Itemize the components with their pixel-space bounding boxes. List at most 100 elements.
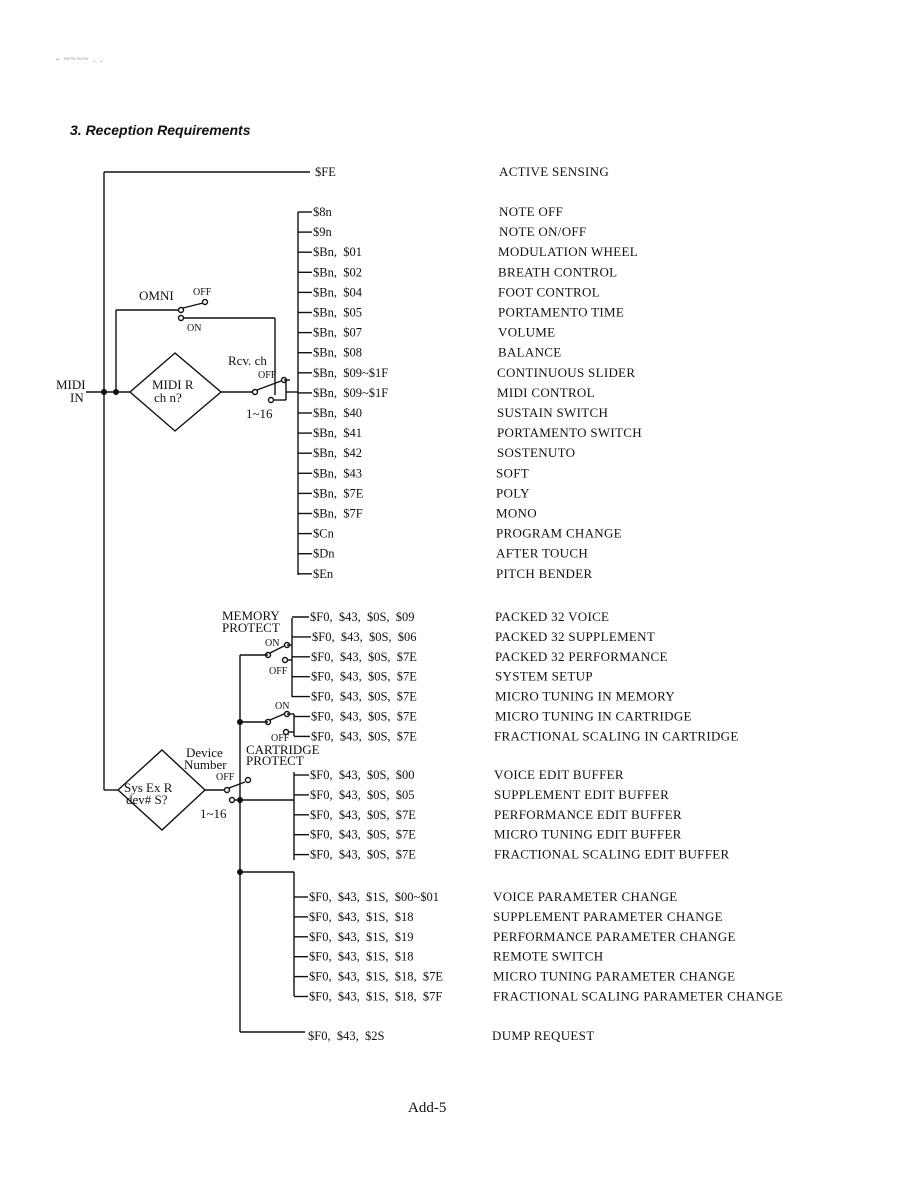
message-description: NOTE OFF [499, 204, 563, 219]
message-code: $En [313, 567, 334, 581]
message-description: MICRO TUNING PARAMETER CHANGE [493, 969, 735, 984]
message-code: $Bn, $02 [313, 265, 362, 279]
memory-protect-label-2: PROTECT [222, 620, 280, 635]
message-description: SYSTEM SETUP [495, 669, 593, 684]
message-description: NOTE ON/OFF [499, 224, 586, 239]
message-code: $Bn, $7F [313, 507, 363, 521]
message-code: $Bn, $07 [313, 326, 362, 340]
message-description: DUMP REQUEST [492, 1028, 594, 1043]
message-description: FOOT CONTROL [498, 284, 600, 299]
sysex-off-label: OFF [216, 772, 235, 783]
message-description: BREATH CONTROL [498, 264, 617, 279]
cartridge-protect-label-2: PROTECT [246, 753, 304, 768]
message-description: BALANCE [498, 345, 562, 360]
message-description: PACKED 32 VOICE [495, 609, 609, 624]
message-code: $F0, $43, $2S [308, 1029, 384, 1043]
message-description: MICRO TUNING IN MEMORY [495, 689, 675, 704]
message-code: $Bn, $04 [313, 285, 363, 299]
memory-on-label: ON [265, 638, 279, 649]
message-code: $Bn, $09~$1F [313, 366, 388, 380]
message-description: PERFORMANCE EDIT BUFFER [494, 807, 682, 822]
message-code: $FE [315, 165, 336, 179]
message-code: $Dn [313, 547, 335, 561]
message-code: $Bn, $01 [313, 245, 362, 259]
message-description: VOICE PARAMETER CHANGE [493, 889, 678, 904]
message-description: FRACTIONAL SCALING PARAMETER CHANGE [493, 989, 783, 1004]
message-description: MONO [496, 506, 537, 521]
message-code: $Bn, $40 [313, 406, 362, 420]
cartridge-off-label: OFF [271, 733, 290, 744]
message-description: MODULATION WHEEL [498, 244, 638, 259]
message-code: $F0, $43, $0S, $09 [310, 610, 415, 624]
message-description: REMOTE SWITCH [493, 949, 603, 964]
message-description: CONTINUOUS SLIDER [497, 365, 635, 380]
message-code: $F0, $43, $1S, $18, $7E [309, 970, 443, 984]
memory-off-label: OFF [269, 666, 288, 677]
message-description: PACKED 32 SUPPLEMENT [495, 629, 655, 644]
message-code: $F0, $43, $1S, $19 [309, 930, 414, 944]
omni-label: OMNI [139, 288, 174, 303]
page-number: Add-5 [408, 1100, 447, 1116]
message-code: $Bn, $08 [313, 346, 362, 360]
message-code: $F0, $43, $0S, $7E [310, 848, 416, 862]
message-code: $F0, $43, $0S, $7E [310, 808, 416, 822]
rcv-range-label: 1~16 [246, 406, 273, 421]
message-code: $Bn, $42 [313, 446, 362, 460]
message-description: MICRO TUNING IN CARTRIDGE [495, 709, 692, 724]
message-description: VOLUME [498, 325, 555, 340]
message-list: $FE ACTIVE SENSING $8n NOTE OFF $9n NOTE ON/O… [292, 164, 783, 1043]
message-code: $F0, $43, $0S, $7E [310, 828, 416, 842]
message-code: $F0, $43, $0S, $7E [311, 670, 417, 684]
message-description: POLY [496, 485, 530, 500]
message-code: $F0, $43, $1S, $18 [309, 950, 414, 964]
section-title: 3. Reception Requirements [70, 122, 251, 138]
sysex-label: Sys Ex R [124, 780, 173, 795]
message-code: $Bn, $7E [313, 486, 364, 500]
sysex-range-label: 1~16 [200, 806, 227, 821]
rcv-ch-label: Rcv. ch [228, 353, 267, 368]
cartridge-protect-label: CARTRIDGE [246, 742, 320, 757]
message-code: $8n [313, 205, 333, 219]
message-description: SUSTAIN SWITCH [497, 405, 608, 420]
cartridge-on-label: ON [275, 701, 289, 712]
message-description: VOICE EDIT BUFFER [494, 767, 624, 782]
message-description: PERFORMANCE PARAMETER CHANGE [493, 929, 736, 944]
message-code: $Bn, $43 [313, 466, 362, 480]
message-description: MICRO TUNING EDIT BUFFER [494, 827, 682, 842]
message-description: PROGRAM CHANGE [496, 526, 622, 541]
message-description: SUPPLEMENT PARAMETER CHANGE [493, 909, 723, 924]
message-description: AFTER TOUCH [496, 546, 588, 561]
message-description: FRACTIONAL SCALING EDIT BUFFER [494, 847, 729, 862]
message-code: $9n [313, 225, 333, 239]
message-description: SOSTENUTO [497, 445, 575, 460]
memory-protect-label: MEMORY [222, 608, 280, 623]
midi-in-label: MIDI [56, 377, 86, 392]
midi-in-label-2: IN [70, 390, 84, 405]
device-number-label: Device [186, 745, 223, 760]
message-code: $F0, $43, $0S, $06 [312, 630, 417, 644]
message-code: $Cn [313, 527, 335, 541]
message-code: $Bn, $05 [313, 306, 362, 320]
message-code: $F0, $43, $0S, $7E [311, 690, 417, 704]
message-description: SOFT [496, 465, 529, 480]
message-description: FRACTIONAL SCALING IN CARTRIDGE [494, 728, 739, 743]
wiring [86, 171, 310, 1033]
rcv-off-label: OFF [258, 370, 277, 381]
message-code: $F0, $43, $1S, $18 [309, 910, 414, 924]
midi-r-label-2: ch n? [154, 390, 182, 405]
omni-on-label: ON [187, 323, 201, 334]
sysex-label-2: dev# S? [126, 792, 168, 807]
message-code: $F0, $43, $1S, $00~$01 [309, 890, 439, 904]
message-description: PITCH BENDER [496, 566, 592, 581]
midi-r-label: MIDI R [152, 377, 194, 392]
message-description: PORTAMENTO SWITCH [497, 425, 642, 440]
scan-artifact: - ~~~~ . . [56, 54, 104, 65]
message-description: ACTIVE SENSING [499, 164, 609, 179]
message-code: $F0, $43, $0S, $05 [310, 788, 415, 802]
message-code: $F0, $43, $0S, $7E [311, 729, 417, 743]
message-code: $Bn, $09~$1F [313, 386, 388, 400]
message-code: $Bn, $41 [313, 426, 362, 440]
device-number-label-2: Number [184, 757, 227, 772]
diagram-labels: MIDI IN OMNI OFF ON MIDI R ch n? Rcv. ch… [56, 287, 320, 821]
